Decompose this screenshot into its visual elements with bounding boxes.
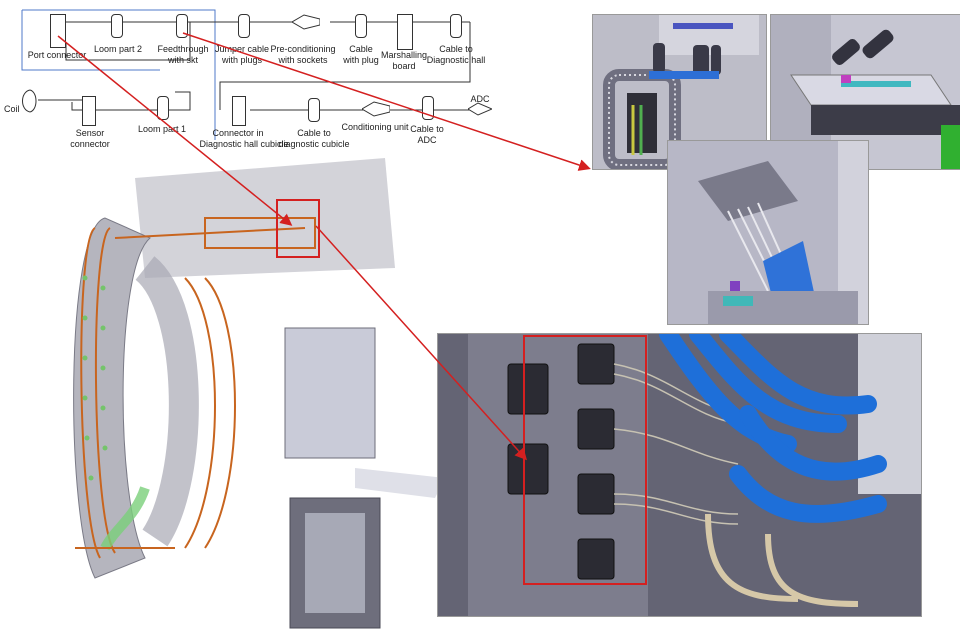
cable-to-cubicle-symbol: [308, 98, 320, 122]
label-coil: Coil: [4, 104, 20, 114]
loom-part-1-symbol: [157, 96, 169, 120]
label-port-connector: Port connector: [27, 50, 87, 60]
label-feedthrough: Feedthrough: [157, 44, 209, 54]
label-loom-part-1: Loom part 1: [137, 124, 187, 134]
label-sensor: Sensor: [75, 128, 105, 138]
conditioning-unit-symbol: [362, 100, 390, 118]
label-diagnostic-hall: Diagnostic hall: [426, 55, 486, 65]
label-with-plugs: with plugs: [221, 55, 263, 65]
label-cable-to-3: Cable to: [410, 124, 444, 134]
label-adc-short: ADC: [417, 135, 437, 145]
label-board: board: [392, 61, 416, 71]
wiring-schematic: Port connector Loom part 2 Feedthrough w…: [0, 0, 500, 150]
label-diagnostic-hall-cubicle: Diagnostic hall cubicle: [199, 139, 289, 149]
label-cable-to-2: Cable to: [297, 128, 331, 138]
label-cable: Cable: [349, 44, 373, 54]
label-marshalling: Marshalling: [380, 50, 428, 60]
cable-to-diagnostic-hall-symbol: [450, 14, 462, 38]
label-diagnostic-cubicle: diagnostic cubicle: [278, 139, 350, 149]
sensor-connector-symbol: [82, 96, 96, 126]
label-with-skt: with skt: [167, 55, 199, 65]
preconditioning-symbol: [292, 13, 320, 31]
label-connector-in: Connector in: [212, 128, 264, 138]
label-jumper-cable: Jumper cable: [214, 44, 270, 54]
jumper-cable-symbol: [238, 14, 250, 38]
label-with-sockets: with sockets: [278, 55, 328, 65]
cable-with-plug-symbol: [355, 14, 367, 38]
port-connector-symbol: [50, 14, 66, 48]
zoom-highlight-box: [276, 199, 320, 258]
label-connector: connector: [70, 139, 110, 149]
label-conditioning-unit: Conditioning unit: [341, 122, 409, 132]
marshalling-board-symbol: [397, 14, 413, 50]
loom-part-2-symbol: [111, 14, 123, 38]
label-with-plug: with plug: [343, 55, 379, 65]
connector-bank-highlight: [523, 335, 647, 585]
feedthrough-symbol: [176, 14, 188, 38]
port-cutaway-view: [592, 14, 767, 170]
label-cable-to: Cable to: [439, 44, 473, 54]
label-preconditioning: Pre-conditioning: [270, 44, 336, 54]
connector-bank-zoom-view: [437, 333, 922, 617]
label-adc: ADC: [470, 94, 490, 104]
connector-closeup-view: [667, 140, 869, 325]
cable-to-adc-symbol: [422, 96, 434, 120]
label-loom-part-2: Loom part 2: [93, 44, 143, 54]
connector-in-hall-symbol: [232, 96, 246, 126]
vessel-loom-view: [55, 158, 445, 635]
